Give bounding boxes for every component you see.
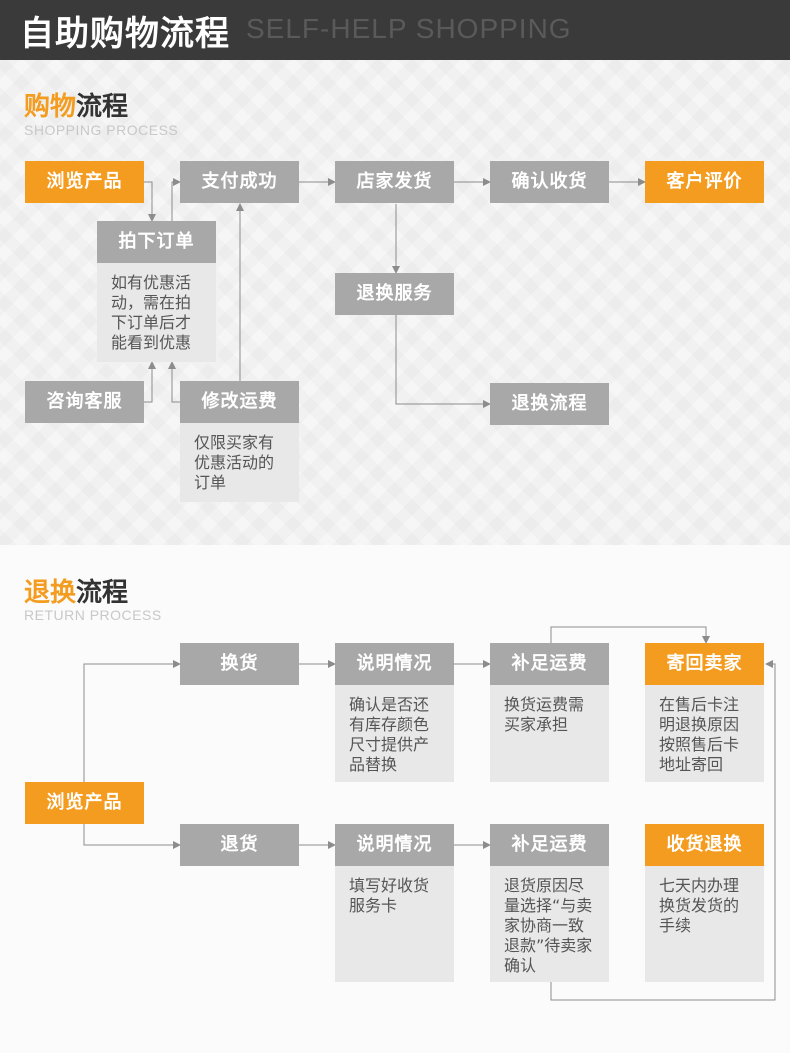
note-explain-exchange: 确认是否还有库存颜色尺寸提供产品替换 [335, 685, 454, 782]
node-consult-service: 咨询客服 [25, 381, 144, 423]
shopping-title-highlight: 购物 [24, 92, 77, 122]
node-pay-shipping-refund: 补足运费 [490, 824, 609, 866]
note-pay-shipping-refund: 退货原因尽量选择“与卖家协商一致退款”待卖家确认 [490, 866, 609, 982]
shopping-section-subtitle: SHOPPING PROCESS [24, 122, 179, 138]
page-subtitle: SELF-HELP SHOPPING [246, 13, 572, 44]
shopping-title-rest: 流程 [76, 92, 129, 122]
page-title: 自助购物流程 [20, 14, 230, 54]
node-send-back-to-seller: 寄回卖家 [645, 643, 764, 685]
node-pay-shipping-exchange: 补足运费 [490, 643, 609, 685]
note-place-order: 如有优惠活动，需在拍下订单后才能看到优惠 [97, 263, 216, 362]
node-exchange: 换货 [180, 643, 299, 685]
node-confirm-receipt: 确认收货 [490, 161, 609, 203]
return-node-browse-products: 浏览产品 [25, 782, 144, 824]
note-modify-shipping: 仅限买家有优惠活动的订单 [180, 423, 299, 502]
node-receive-and-exchange: 收货退换 [645, 824, 764, 866]
node-explain-refund: 说明情况 [335, 824, 454, 866]
node-return-service: 退换服务 [335, 273, 454, 315]
return-section-subtitle: RETURN PROCESS [24, 607, 162, 623]
node-browse-products: 浏览产品 [25, 161, 144, 203]
return-section-title: 退换流程 [24, 572, 128, 609]
page-header: 自助购物流程 SELF-HELP SHOPPING [0, 0, 790, 60]
note-pay-shipping-exchange: 换货运费需买家承担 [490, 685, 609, 782]
note-explain-refund: 填写好收货服务卡 [335, 866, 454, 982]
node-return-process: 退换流程 [490, 383, 609, 425]
node-explain-exchange: 说明情况 [335, 643, 454, 685]
shopping-section-title: 购物流程 [24, 86, 128, 123]
node-modify-shipping: 修改运费 [180, 381, 299, 423]
note-receive-and-exchange: 七天内办理换货发货的手续 [645, 866, 764, 982]
note-send-back-to-seller: 在售后卡注明退换原因按照售后卡地址寄回 [645, 685, 764, 782]
node-refund: 退货 [180, 824, 299, 866]
node-shop-ships: 店家发货 [335, 161, 454, 203]
return-title-highlight: 退换 [24, 578, 77, 608]
node-customer-review: 客户评价 [645, 161, 764, 203]
node-payment-success: 支付成功 [180, 161, 299, 203]
return-title-rest: 流程 [76, 578, 129, 608]
node-place-order: 拍下订单 [97, 221, 216, 263]
